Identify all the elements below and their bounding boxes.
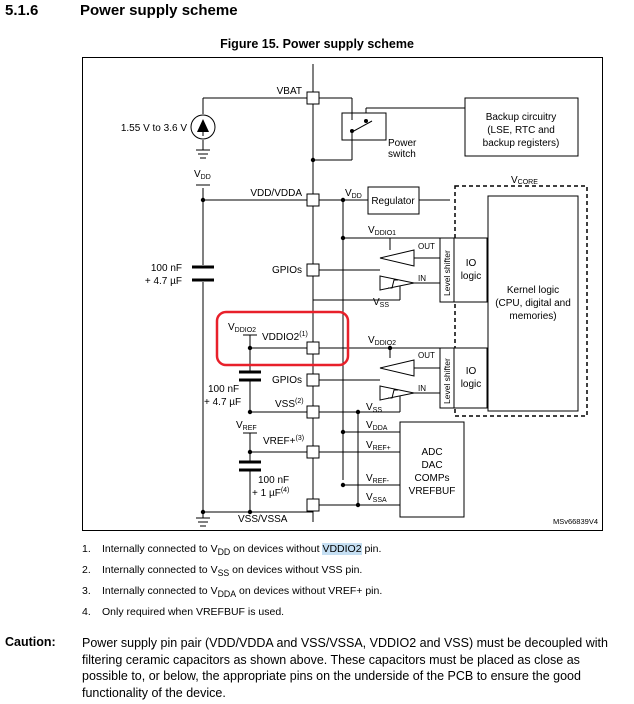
- io-logic-1-label-a: IO: [466, 258, 477, 269]
- highlighted-term: VDDIO2: [322, 543, 362, 555]
- backup-label-3: backup registers): [483, 138, 560, 149]
- vref-plus-inner-label: VREF+: [366, 440, 391, 452]
- power-switch: [341, 112, 387, 141]
- cap2-value-a: 100 nF: [208, 384, 239, 395]
- kernel-label-1: Kernel logic: [507, 285, 559, 296]
- pin-vref-plus: [306, 445, 320, 459]
- note-1: 1.Internally connected to VDD on devices…: [82, 543, 382, 558]
- backup-circuitry-box: [464, 97, 579, 157]
- vbat-label: VBAT: [277, 86, 302, 97]
- pin-vss-vssa: [306, 498, 320, 512]
- kernel-logic-box: [487, 195, 579, 412]
- section-number: 5.1.6: [5, 2, 39, 19]
- pin-vdd-vdda: [306, 193, 320, 207]
- cap2-value-b: + 4.7 µF: [204, 397, 241, 408]
- vref-plus-pin-label: VREF+(3): [263, 435, 304, 447]
- vddio2-highlight-box: [215, 310, 350, 367]
- power-switch-label-2: switch: [388, 149, 416, 160]
- io-logic-1-label-b: logic: [461, 271, 482, 282]
- vddio1-label: VDDIO1: [368, 225, 396, 237]
- section-title: Power supply scheme: [80, 2, 238, 19]
- backup-label-1: Backup circuitry: [486, 112, 557, 123]
- pin-gpios-1: [306, 263, 320, 277]
- capacitor-3: [239, 460, 261, 472]
- adc-label-1: ADC: [421, 447, 442, 458]
- gpios-1-label: GPIOs: [272, 265, 302, 276]
- note-4: 4.Only required when VREFBUF is used.: [82, 606, 285, 619]
- capacitor-1: [192, 265, 214, 282]
- vss-2-label: VSS: [366, 402, 382, 414]
- vss-vssa-label: VSS/VSSA: [238, 514, 288, 525]
- figure-ref-code: MSv66839V4: [553, 517, 598, 526]
- capacitor-2: [239, 370, 261, 382]
- vss-1-label: VSS: [373, 297, 389, 309]
- vdd-vdda-label: VDD/VDDA: [250, 188, 302, 199]
- gpios-2-label: GPIOs: [272, 375, 302, 386]
- vss-pin-label: VSS(2): [275, 398, 304, 410]
- power-supply-diagram: VBAT 1.55 V to 3.6 V VDD VDD/VDDA GPIOs …: [121, 64, 598, 527]
- in-2-label: IN: [418, 384, 426, 393]
- battery-icon: [190, 114, 216, 140]
- vddio2-inner-label: VDDIO2: [368, 335, 396, 347]
- vssa-label: VSSA: [366, 492, 387, 504]
- cap3-value-b: + 1 µF(4): [252, 487, 289, 499]
- vdda-label: VDDA: [366, 420, 388, 432]
- figure-notes: 1.Internally connected to VDD on devices…: [82, 540, 382, 621]
- caution-label: Caution:: [5, 635, 56, 649]
- regulator-vdd-label: VDD: [345, 188, 362, 200]
- vref-symbol-label: VREF: [236, 420, 257, 432]
- level-shifter-1-label: Level shifter: [442, 250, 452, 296]
- in-1-label: IN: [418, 274, 426, 283]
- io-logic-2-label-b: logic: [461, 379, 482, 390]
- pin-vbat: [306, 91, 320, 105]
- pin-vss: [306, 405, 320, 419]
- cap1-value-b: + 4.7 µF: [145, 276, 182, 287]
- vddio2-symbol-label: VDDIO2: [228, 322, 256, 334]
- level-shifter-2-label: Level shifter: [442, 358, 452, 404]
- cap1-value-a: 100 nF: [151, 263, 182, 274]
- io-logic-2-box: [453, 347, 488, 409]
- adc-label-2: DAC: [421, 460, 442, 471]
- backup-label-2: (LSE, RTC and: [487, 125, 555, 136]
- io-logic-2-label-a: IO: [466, 366, 477, 377]
- adc-label-4: VREFBUF: [409, 486, 456, 497]
- out-2-label: OUT: [418, 351, 435, 360]
- figure-frame: [82, 57, 603, 531]
- cap3-value-a: 100 nF: [258, 475, 289, 486]
- caution-text: Power supply pin pair (VDD/VDDA and VSS/…: [82, 636, 608, 700]
- note-2: 2.Internally connected to VSS on devices…: [82, 564, 363, 579]
- regulator-box: [367, 186, 420, 215]
- kernel-label-2: (CPU, digital and: [495, 298, 571, 309]
- regulator-label: Regulator: [371, 196, 415, 207]
- vddio2-pin-label: VDDIO2(1): [262, 331, 308, 343]
- pin-vddio2: [306, 341, 320, 355]
- io-buffers-2: [379, 359, 415, 401]
- out-1-label: OUT: [418, 242, 435, 251]
- io-logic-1-box: [453, 237, 488, 303]
- pin-gpios-2: [306, 373, 320, 387]
- note-3: 3.Internally connected to VDDA on device…: [82, 585, 383, 600]
- figure-title: Figure 15. Power supply scheme: [220, 37, 414, 51]
- adc-dac-box: [399, 421, 465, 518]
- adc-label-3: COMPs: [415, 473, 450, 484]
- power-switch-label-1: Power: [388, 138, 417, 149]
- vcore-label: VCORE: [511, 175, 538, 186]
- voltage-range-label: 1.55 V to 3.6 V: [121, 123, 187, 134]
- io-buffers-1: [379, 249, 415, 291]
- vref-minus-label: VREF-: [366, 473, 390, 485]
- kernel-label-3: memories): [509, 311, 556, 322]
- vdd-symbol-label: VDD: [194, 169, 211, 181]
